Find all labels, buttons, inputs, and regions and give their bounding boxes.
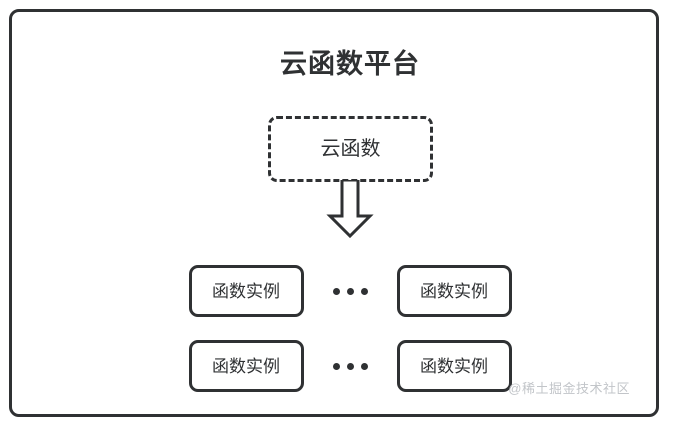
ellipsis-dot	[360, 362, 368, 370]
ellipsis-dot	[332, 362, 340, 370]
function-instance-box: 函数实例	[188, 340, 304, 392]
ellipsis-dot	[346, 287, 354, 295]
instance-row: 函数实例 函数实例	[12, 265, 676, 317]
function-instance-box: 函数实例	[396, 340, 512, 392]
function-instance-box: 函数实例	[396, 265, 512, 317]
ellipsis-icon	[304, 265, 397, 317]
cloud-function-node: 云函数	[268, 116, 433, 182]
ellipsis-dot	[346, 362, 354, 370]
page-title: 云函数平台	[280, 49, 420, 79]
cloud-function-platform-frame: 云函数平台 云函数 函数实例 函数实例 函数实例	[9, 9, 659, 417]
instance-row: 函数实例 函数实例	[12, 340, 676, 392]
function-instance-label: 函数实例	[212, 356, 280, 376]
ellipsis-dot	[332, 287, 340, 295]
watermark: @稀土掘金技术社区	[508, 381, 630, 396]
ellipsis-dot	[360, 287, 368, 295]
function-instance-box: 函数实例	[188, 265, 304, 317]
ellipsis-icon	[304, 340, 397, 392]
cloud-function-node-label: 云函数	[320, 138, 381, 160]
down-block-arrow-icon	[326, 178, 374, 239]
function-instance-label: 函数实例	[420, 356, 488, 376]
function-instance-label: 函数实例	[212, 281, 280, 301]
function-instance-label: 函数实例	[420, 281, 488, 301]
